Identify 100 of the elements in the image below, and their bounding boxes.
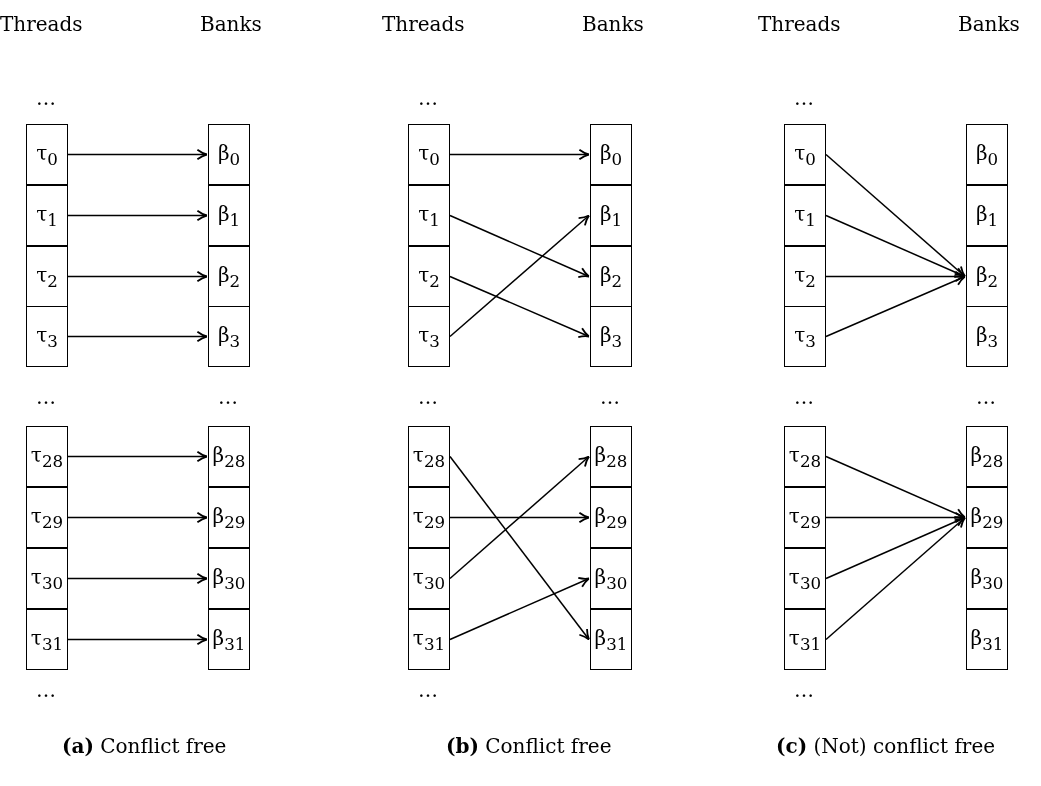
cell-box (966, 548, 1008, 609)
ellipsis: … (218, 385, 238, 409)
cell-box (784, 124, 826, 185)
cell-box (966, 185, 1008, 246)
cell-label: τ$_{29}$ (412, 503, 446, 532)
cell-label: τ$_{1}$ (36, 201, 58, 230)
cell-label: β$_{31}$ (212, 625, 246, 654)
ellipsis: … (976, 385, 996, 409)
cell-box (208, 124, 250, 185)
cell-box (26, 246, 68, 307)
cell-label: β$_{28}$ (594, 442, 628, 471)
cell-box (590, 246, 632, 307)
cell-label: τ$_{28}$ (30, 442, 64, 471)
cell-label: τ$_{0}$ (418, 140, 440, 169)
ellipsis: … (418, 86, 438, 110)
ellipsis: … (36, 385, 56, 409)
cell-box (966, 306, 1008, 367)
cell-box (784, 246, 826, 307)
cell-label: β$_{0}$ (217, 140, 241, 169)
ellipsis: … (794, 385, 814, 409)
cell-label: β$_{30}$ (970, 564, 1004, 593)
ellipsis: … (418, 678, 438, 702)
cell-label: τ$_{31}$ (30, 625, 64, 654)
ellipsis: … (36, 86, 56, 110)
cell-label: τ$_{31}$ (788, 625, 822, 654)
cell-label: τ$_{1}$ (794, 201, 816, 230)
cell-box (784, 487, 826, 548)
cell-box (208, 548, 250, 609)
cell-box (408, 609, 450, 670)
cell-label: β$_{1}$ (975, 201, 999, 230)
cell-label: τ$_{2}$ (418, 262, 440, 291)
cell-box (590, 548, 632, 609)
cell-box (408, 487, 450, 548)
cell-box (26, 306, 68, 367)
cell-label: β$_{28}$ (970, 442, 1004, 471)
cell-box (26, 548, 68, 609)
cell-label: β$_{3}$ (217, 322, 241, 351)
column-heading: Threads (758, 12, 841, 36)
cell-box (590, 306, 632, 367)
cell-label: τ$_{30}$ (412, 564, 446, 593)
cell-box (26, 609, 68, 670)
cell-box (590, 487, 632, 548)
column-heading: Threads (0, 12, 83, 36)
cell-box (966, 609, 1008, 670)
ellipsis: … (794, 86, 814, 110)
cell-box (26, 185, 68, 246)
cell-label: β$_{29}$ (970, 503, 1004, 532)
cell-label: τ$_{0}$ (794, 140, 816, 169)
cell-label: τ$_{0}$ (36, 140, 58, 169)
cell-label: τ$_{28}$ (412, 442, 446, 471)
caption: (c) (Not) conflict free (776, 734, 996, 758)
cell-box (966, 124, 1008, 185)
cell-box (590, 426, 632, 487)
cell-label: β$_{1}$ (599, 201, 623, 230)
cell-label: τ$_{3}$ (794, 322, 816, 351)
caption: (a) Conflict free (62, 734, 227, 758)
ellipsis: … (794, 678, 814, 702)
cell-box (784, 306, 826, 367)
cell-label: β$_{3}$ (599, 322, 623, 351)
cell-box (26, 426, 68, 487)
cell-label: τ$_{29}$ (788, 503, 822, 532)
column-heading: Banks (200, 12, 262, 36)
cell-box (408, 185, 450, 246)
cell-label: τ$_{2}$ (794, 262, 816, 291)
cell-label: β$_{28}$ (212, 442, 246, 471)
cell-label: τ$_{3}$ (418, 322, 440, 351)
cell-label: β$_{30}$ (594, 564, 628, 593)
cell-box (208, 185, 250, 246)
cell-box (590, 609, 632, 670)
cell-label: τ$_{1}$ (418, 201, 440, 230)
cell-box (26, 487, 68, 548)
cell-box (208, 426, 250, 487)
cell-box (966, 426, 1008, 487)
cell-label: β$_{31}$ (970, 625, 1004, 654)
cell-box (208, 306, 250, 367)
cell-box (208, 487, 250, 548)
cell-box (408, 426, 450, 487)
cell-box (408, 548, 450, 609)
cell-label: τ$_{3}$ (36, 322, 58, 351)
cell-label: β$_{3}$ (975, 322, 999, 351)
cell-label: β$_{29}$ (212, 503, 246, 532)
cell-box (408, 306, 450, 367)
cell-label: β$_{29}$ (594, 503, 628, 532)
cell-box (208, 246, 250, 307)
cell-box (26, 124, 68, 185)
ellipsis: … (418, 385, 438, 409)
cell-label: τ$_{31}$ (412, 625, 446, 654)
cell-label: β$_{2}$ (975, 262, 999, 291)
cell-box (590, 124, 632, 185)
cell-label: β$_{31}$ (594, 625, 628, 654)
cell-box (966, 487, 1008, 548)
cell-box (784, 609, 826, 670)
ellipsis: … (36, 678, 56, 702)
ellipsis: … (600, 385, 620, 409)
cell-label: τ$_{2}$ (36, 262, 58, 291)
cell-box (208, 609, 250, 670)
cell-label: β$_{1}$ (217, 201, 241, 230)
cell-box (408, 124, 450, 185)
cell-label: β$_{0}$ (599, 140, 623, 169)
cell-box (966, 246, 1008, 307)
